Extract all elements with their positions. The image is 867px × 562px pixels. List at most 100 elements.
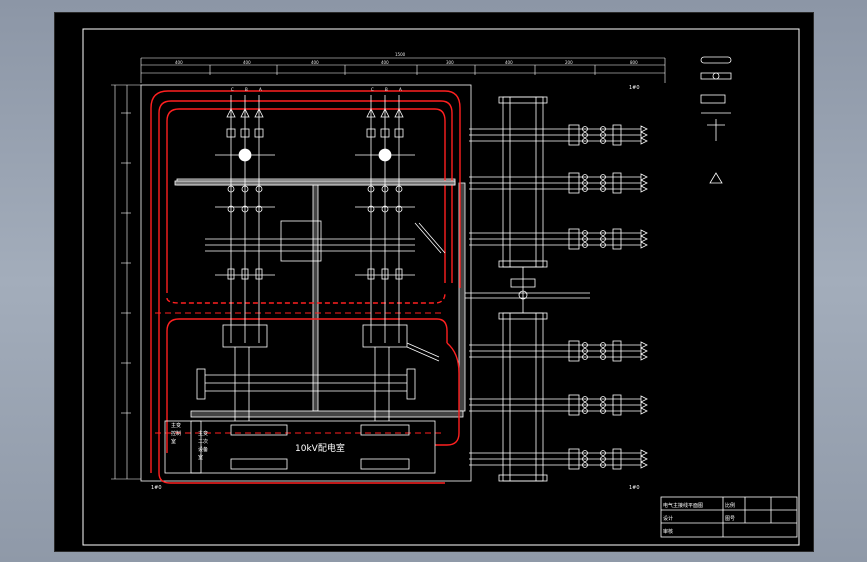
ct-symbol <box>241 268 249 280</box>
feeder-arrow <box>640 407 648 415</box>
phase-label-a2: B <box>245 87 248 92</box>
dimension-segment-label: 400 <box>243 60 251 65</box>
bus-tie <box>510 267 536 313</box>
cable-trench <box>150 90 461 484</box>
feeder-bay <box>469 340 648 362</box>
feeder-bushing <box>582 186 588 192</box>
feeder-bushing <box>600 230 606 236</box>
feeder-bushing <box>582 132 588 138</box>
feeder-bay <box>469 124 648 146</box>
arrester-symbol <box>394 108 404 118</box>
feeder-arrow <box>640 341 648 349</box>
cabinet-box <box>362 324 408 348</box>
dimension-segment-label: 400 <box>311 60 319 65</box>
feeder-bay <box>469 394 648 416</box>
main-busbar <box>174 180 456 252</box>
left-dimension-lines <box>111 84 141 480</box>
phase-label-b3: A <box>399 87 402 92</box>
feeder-bushing <box>600 242 606 248</box>
feeder-breaker <box>612 448 622 470</box>
feeder-arrow <box>640 353 648 361</box>
feeder-arrow <box>640 125 648 133</box>
phase-label-b2: B <box>385 87 388 92</box>
feeder-arrow <box>640 401 648 409</box>
room-label: 10kV配电室 <box>295 442 345 454</box>
feeder-breaker <box>612 172 622 194</box>
feeder-breaker <box>568 448 580 470</box>
diagonal-link <box>406 346 440 362</box>
marker-bottom-left: 1#0 <box>151 485 162 491</box>
bushing-symbol <box>241 185 249 193</box>
feeder-bushing <box>582 180 588 186</box>
feeder-bushing <box>582 396 588 402</box>
feeder-bushing <box>582 138 588 144</box>
bushing-symbol <box>367 205 375 213</box>
feeder-bushing <box>600 132 606 138</box>
dimension-total: 1500 <box>395 52 406 57</box>
marker-top-right: 1#0 <box>629 85 640 91</box>
feeder-bushing <box>582 348 588 354</box>
bushing-symbol <box>227 205 235 213</box>
dimension-segment-label: 400 <box>505 60 513 65</box>
feeder-bushing <box>600 236 606 242</box>
feeder-arrow <box>640 461 648 469</box>
feeder-bushing <box>582 450 588 456</box>
arrester-symbol <box>240 108 250 118</box>
feeder-bushing <box>582 462 588 468</box>
bushing-symbol <box>381 205 389 213</box>
feeder-bay <box>469 448 648 470</box>
feeder-arrow <box>640 185 648 193</box>
symbol-legend <box>700 56 732 184</box>
feeder-breaker <box>612 394 622 416</box>
title-block-checked: 审核 <box>663 528 673 535</box>
feeder-bushing <box>600 396 606 402</box>
feeder-breaker <box>568 394 580 416</box>
insulator-symbol <box>254 128 264 138</box>
feeder-bushing <box>600 126 606 132</box>
feeder-arrow <box>640 455 648 463</box>
title-block-drawn: 设计 <box>663 515 673 522</box>
dimension-segment-label: 300 <box>446 60 454 65</box>
switch-room <box>164 420 436 474</box>
feeder-bushing <box>582 408 588 414</box>
feeder-arrow <box>640 449 648 457</box>
ct-symbol <box>395 268 403 280</box>
feeder-arrow <box>640 173 648 181</box>
feeder-arrow <box>640 179 648 187</box>
feeder-breaker <box>568 340 580 362</box>
top-dimension-lines <box>140 57 666 83</box>
ct-symbol <box>367 268 375 280</box>
feeder-bushing <box>582 174 588 180</box>
dimension-segment-label: 800 <box>630 60 638 65</box>
feeder-arrow <box>640 347 648 355</box>
bushing-symbol <box>241 205 249 213</box>
insulator-symbol <box>226 128 236 138</box>
drawing-border <box>82 28 800 546</box>
feeder-bushing <box>600 174 606 180</box>
feeder-arrow <box>640 131 648 139</box>
feeder-bushing <box>600 462 606 468</box>
title-block-sheet: 图号 <box>725 516 735 522</box>
box2-label-3: 设备 <box>198 446 208 453</box>
incomer-box <box>406 368 416 400</box>
feeder-bay <box>469 228 648 250</box>
feeder-breaker <box>612 340 622 362</box>
ct-symbol <box>227 268 235 280</box>
feeder-bushing <box>600 342 606 348</box>
arrester-symbol <box>380 108 390 118</box>
feeder-bushing <box>600 138 606 144</box>
feeder-bushing <box>600 408 606 414</box>
feeder-bushing <box>600 186 606 192</box>
box-label-1: 主变 <box>171 422 181 429</box>
feeder-bushing <box>600 354 606 360</box>
feeder-breaker <box>568 124 580 146</box>
title-block-title: 电气主接线平面图 <box>663 502 703 509</box>
arrester-symbol <box>226 108 236 118</box>
feeder-arrow <box>640 235 648 243</box>
dimension-segment-label: 200 <box>565 60 573 65</box>
switchgear-unit <box>355 95 415 421</box>
bushing-symbol <box>395 185 403 193</box>
box2-label-4: 室 <box>198 454 203 461</box>
